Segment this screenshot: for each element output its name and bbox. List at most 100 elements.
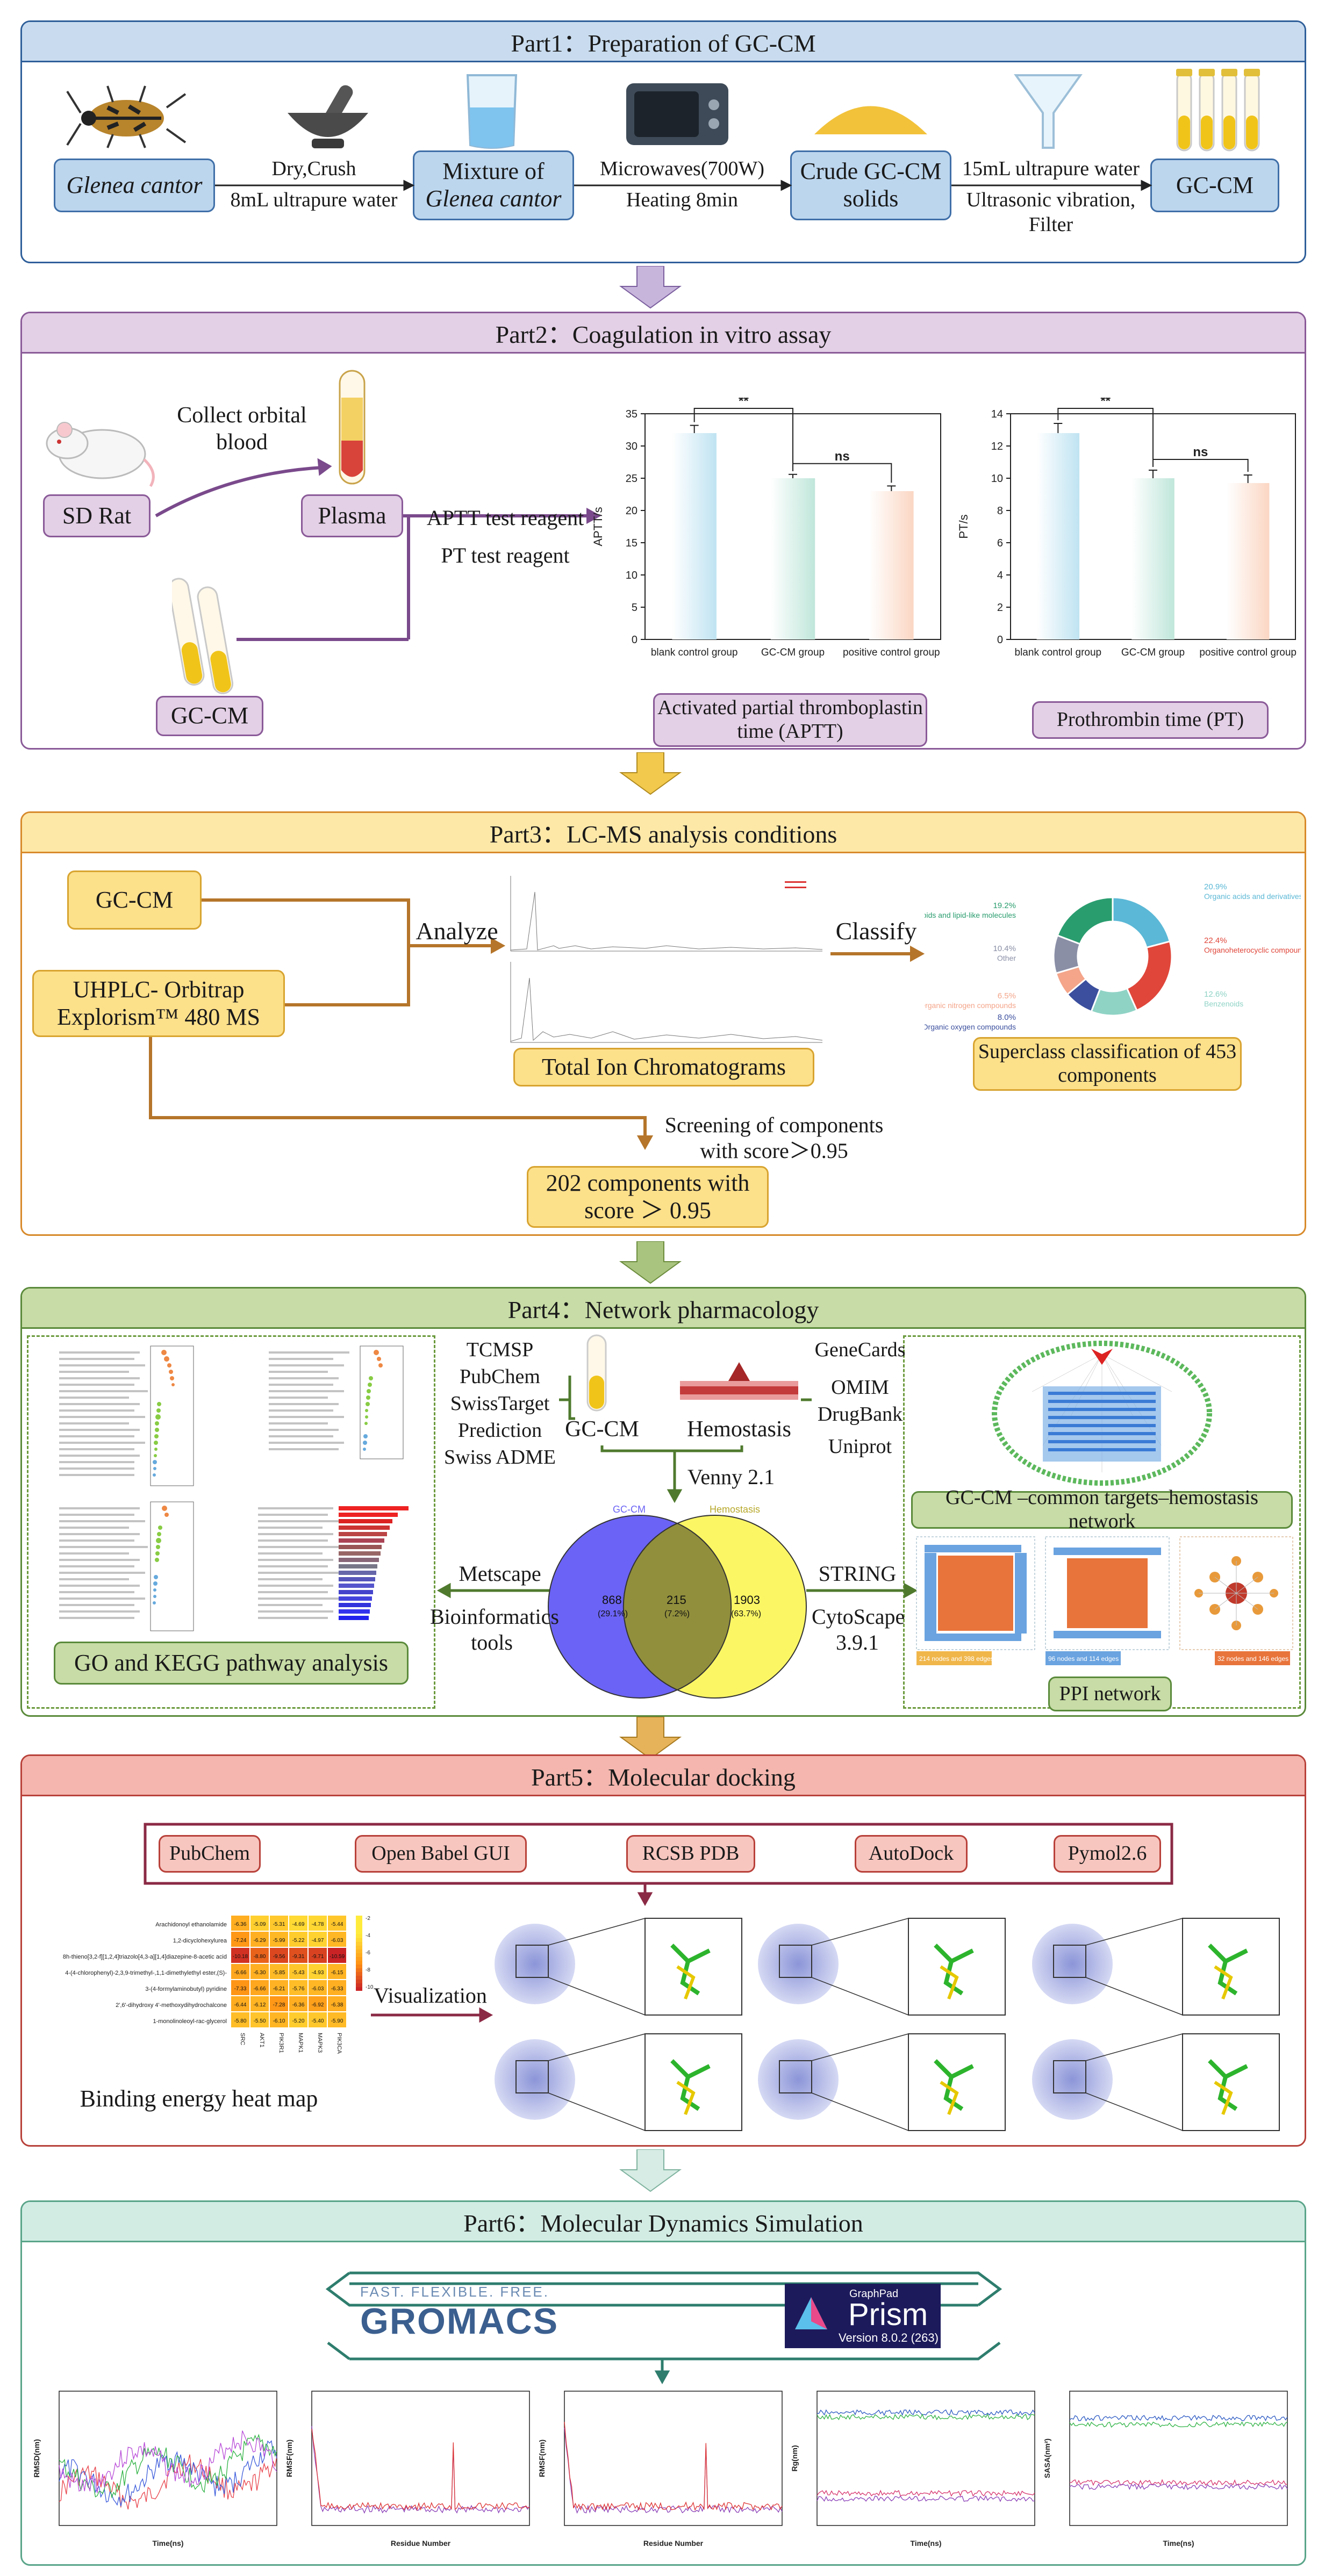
prism-version: Version 8.0.2 (263): [839, 2331, 939, 2344]
heatmap-cell-value: -9.31: [292, 1954, 305, 1960]
down-arrow-5: [619, 2149, 682, 2192]
part2-panel: Part2：Coagulation in vitro assay: [20, 312, 1306, 750]
venn-right-count: 1903: [734, 1593, 760, 1607]
tool-pubchem: PubChem: [159, 1835, 261, 1873]
heatmap-cell-value: -6.12: [254, 2002, 266, 2008]
heatmap-cell: [250, 1996, 269, 2011]
pt-caption-box: Prothrombin time (PT): [1032, 701, 1269, 739]
pt-xtick-label: GC-CM group: [1121, 647, 1185, 658]
md-series-line: [817, 2489, 1035, 2497]
aptt-xtick-label: GC-CM group: [761, 647, 825, 658]
md-series-line: [1069, 2415, 1288, 2422]
heatmap-legend-swatch: [356, 1953, 362, 1957]
tool-pymol-label: Pymol2.6: [1068, 1842, 1147, 1865]
md-series-line: [1069, 2479, 1288, 2486]
aptt-reagent-label: APTT test reagent: [426, 506, 584, 530]
heatmap-legend-swatch: [356, 1934, 362, 1938]
sd-rat-box: SD Rat: [43, 494, 151, 537]
heatmap-row-label: 4-(4-chlorophenyl)-2,3,9-trimethyl-,1,1-…: [65, 1970, 227, 1976]
heatmap-cell: [289, 1932, 307, 1947]
venn-diagram: GC-CM Hemostasis 868 (29.1%) 215 (7.2%) …: [548, 1504, 807, 1699]
heatmap-cell: [270, 1980, 288, 1995]
donut-pct: 12.6%: [1204, 990, 1227, 999]
md-series-line: [564, 2422, 783, 2511]
components-box: 202 components with score ＞ 0.95: [527, 1166, 769, 1228]
heatmap-cell-value: -7.24: [234, 1938, 247, 1944]
down-arrow-3: [619, 1241, 682, 1284]
heatmap-cell: [231, 1996, 249, 2011]
pt-xtick-label: positive control group: [1199, 647, 1297, 658]
part1-panel: Part1：Preparation of GC-CM: [20, 20, 1306, 263]
aptt-ytick-label: 25: [626, 473, 638, 485]
part1-arrows: [215, 179, 1152, 191]
down-arrow-1: [619, 266, 682, 309]
venn-right-title: Hemostasis: [710, 1504, 760, 1515]
aptt-sig-bracket: [693, 408, 793, 471]
heatmap-cell: [328, 1932, 346, 1947]
donut-label: Organic oxygen compounds: [925, 1023, 1016, 1031]
heatmap-cell-value: -5.50: [254, 2018, 266, 2024]
heatmap-cell-value: -9.56: [273, 1954, 285, 1960]
hemostasis-icon: [680, 1362, 798, 1400]
tool-pymol: Pymol2.6: [1054, 1835, 1161, 1873]
network-box: GC-CM –common targets–hemostasis network: [911, 1486, 1293, 1532]
aptt-caption: Activated partial thromboplastin time (A…: [657, 696, 923, 743]
heatmap-cell: [309, 1980, 327, 1995]
heatmap-cell: [270, 1964, 288, 1979]
aptt-sig-label: **: [739, 398, 749, 408]
donut-label: Organoheterocyclic compounds: [1204, 946, 1301, 954]
mixture-line1: Mixture of: [442, 158, 545, 185]
donut-label: Organic acids and derivatives: [1204, 892, 1301, 901]
heatmap-cell-value: -6.44: [234, 2002, 247, 2008]
heatmap-cell-value: -4.93: [312, 1970, 324, 1976]
superclass-label: Superclass classification of 453 compone…: [978, 1040, 1237, 1086]
tool-pubchem-label: PubChem: [169, 1842, 250, 1865]
venn-right-pct: (63.7%): [731, 1609, 761, 1618]
aptt-sig-label: ns: [835, 449, 850, 464]
sources-right-4: Uniprot: [828, 1435, 892, 1458]
sources-right-2: OMIM: [831, 1376, 889, 1399]
heatmap-legend-swatch: [356, 1961, 362, 1965]
crude-label: Crude GC-CM solids: [800, 158, 942, 212]
heatmap-cell: [309, 1916, 327, 1931]
heatmap-cell-value: -6.38: [331, 2002, 343, 2008]
heatmap-legend-swatch: [356, 1938, 362, 1942]
heatmap-legend-label: -2: [366, 1916, 370, 1922]
heatmap-legend-swatch: [356, 1931, 362, 1934]
sources-left-4: Prediction: [457, 1419, 542, 1442]
heatmap-cell: [309, 1932, 327, 1947]
heatmap-cell: [231, 1948, 249, 1963]
heatmap-cell-value: -6.29: [254, 1938, 266, 1944]
ppi-label: PPI network: [1059, 1682, 1161, 1705]
heatmap-cell: [289, 1916, 307, 1931]
tool-autodock-label: AutoDock: [868, 1842, 954, 1865]
part6-header: Part6：Molecular Dynamics Simulation: [22, 2202, 1305, 2242]
analyze-label: Analyze: [416, 917, 498, 945]
heatmap-cell-value: -9.71: [312, 1954, 324, 1960]
heatmap-cell: [289, 1964, 307, 1979]
go-dotplots: [59, 1345, 409, 1631]
heatmap-cell: [289, 1980, 307, 1995]
instrument-box: UHPLC- Orbitrap Explorism™ 480 MS: [32, 970, 285, 1037]
aptt-bar: [869, 491, 914, 639]
part1-header: Part1：Preparation of GC-CM: [22, 22, 1305, 62]
pt-sig-label: **: [1100, 398, 1111, 408]
heatmap-cell-value: -8.80: [254, 1954, 266, 1960]
classify-label: Classify: [835, 917, 917, 945]
heatmap-cell-value: -6.36: [234, 1922, 247, 1927]
gccm-final-label: GC-CM: [1176, 171, 1254, 198]
metscape-label: Metscape: [459, 1562, 541, 1586]
heatmap-cell: [328, 1916, 346, 1931]
venn-mid-pct: (7.2%): [664, 1609, 690, 1618]
step3-top: 15mL ultrapure water: [962, 157, 1140, 180]
heatmap-cell-value: -6.36: [292, 2002, 305, 2008]
part4-panel: Part4：Network pharmacology: [20, 1287, 1306, 1717]
aptt-bar: [672, 433, 717, 639]
md-plot-xlabel: Time(ns): [1163, 2539, 1194, 2548]
md-series-line: [817, 2413, 1035, 2421]
heatmap-cell: [270, 1996, 288, 2011]
md-series-line: [817, 2409, 1035, 2416]
heatmap-col-label: SRC: [239, 2033, 246, 2045]
md-plot-ylabel: SASA(nm²): [1043, 2438, 1051, 2478]
